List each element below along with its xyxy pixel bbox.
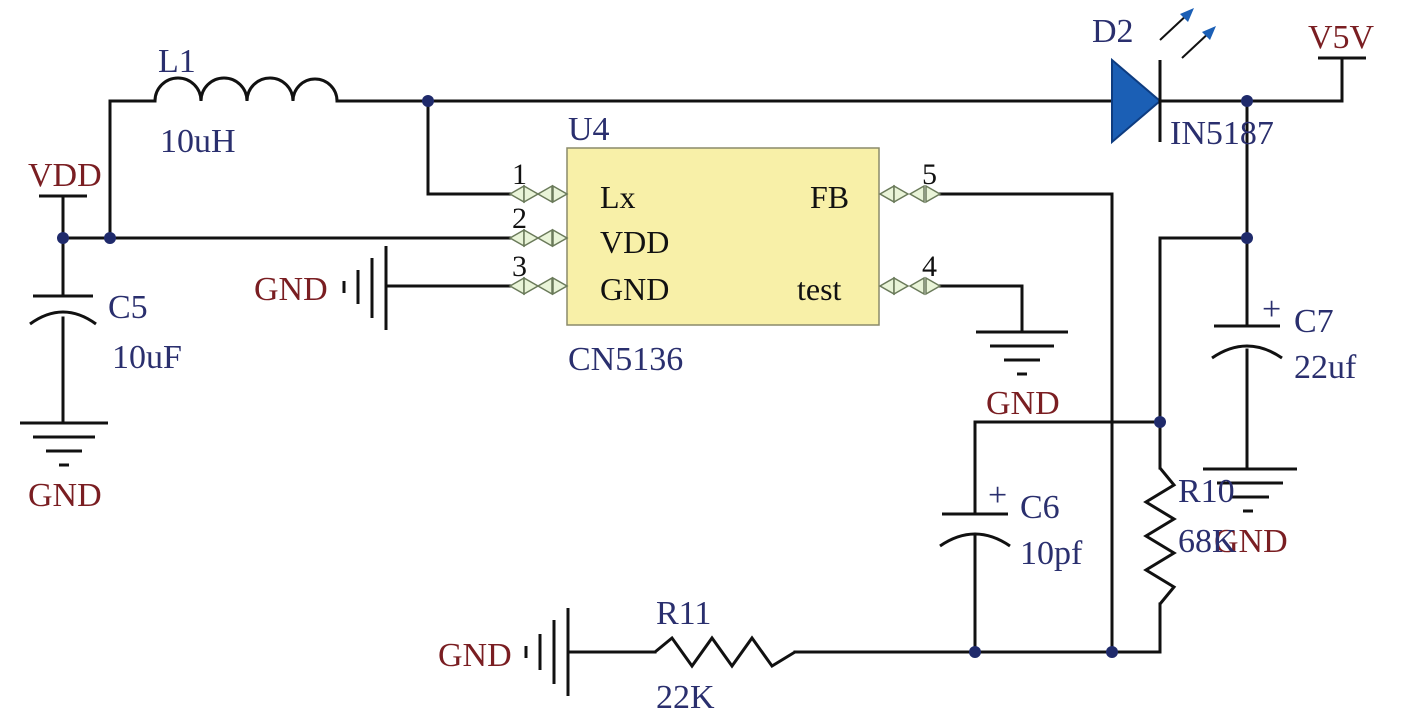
u4-pin5-num: 5 <box>922 158 937 191</box>
capacitor-c6: + C6 10pf <box>939 477 1083 572</box>
gnd-c7-label: GND <box>1214 523 1288 560</box>
c7-value: 22uf <box>1294 349 1357 386</box>
c5-value: 10uF <box>112 339 182 376</box>
diode-d2: D2 IN5187 <box>1092 8 1274 152</box>
ground-symbol-u4: GND <box>254 246 388 330</box>
gnd-u4-label: GND <box>254 271 328 308</box>
gnd-c5-label: GND <box>28 477 102 514</box>
u4-pin1-name: Lx <box>600 179 636 215</box>
ground-symbol-c7: GND <box>1203 467 1297 560</box>
d2-ref: D2 <box>1092 13 1134 50</box>
c7-polarity: + <box>1262 291 1281 328</box>
resistor-r10: R10 68K <box>1143 467 1237 605</box>
pin-arrows-left <box>508 184 569 296</box>
l1-value: 10uH <box>160 123 236 160</box>
junctions <box>57 95 1253 658</box>
u4-pin2-name: VDD <box>600 224 669 260</box>
junction-dot <box>1106 646 1118 658</box>
junction-dot <box>1241 232 1253 244</box>
junction-dot <box>422 95 434 107</box>
u4-pin4-name: test <box>797 271 842 307</box>
capacitor-c5: C5 10uF <box>29 289 182 376</box>
light-emission-icon <box>1159 8 1216 59</box>
u4-ref: U4 <box>568 111 610 148</box>
c5-ref: C5 <box>108 289 148 326</box>
junction-dot <box>104 232 116 244</box>
r10-ref: R10 <box>1178 473 1235 510</box>
ground-symbol-test: GND <box>976 330 1068 422</box>
capacitor-c7: + C7 22uf <box>1211 291 1357 386</box>
u4-pin3-num: 3 <box>512 250 527 283</box>
wires <box>61 56 1344 654</box>
diode-triangle <box>1111 57 1162 145</box>
junction-dot <box>57 232 69 244</box>
ic-u4: U4 CN5136 1 <box>508 111 942 378</box>
c6-polarity: + <box>988 477 1007 514</box>
l1-ref: L1 <box>158 43 196 80</box>
r11-ref: R11 <box>656 595 711 632</box>
junction-dot <box>1154 416 1166 428</box>
u4-pin5-name: FB <box>810 179 849 215</box>
ground-symbol-c5: GND <box>20 421 108 514</box>
u4-pin3-name: GND <box>600 271 669 307</box>
u4-part: CN5136 <box>568 341 683 378</box>
gnd-test-label: GND <box>986 385 1060 422</box>
d2-value: IN5187 <box>1170 115 1274 152</box>
net-v5v: V5V <box>1308 19 1375 60</box>
vdd-label: VDD <box>28 157 102 194</box>
c6-ref: C6 <box>1020 489 1060 526</box>
ground-symbol-r11: GND <box>438 608 570 696</box>
junction-dot <box>1241 95 1253 107</box>
v5v-label: V5V <box>1308 19 1375 56</box>
u4-pin2-num: 2 <box>512 202 527 235</box>
c7-ref: C7 <box>1294 303 1334 340</box>
resistor-r11: R11 22K <box>654 595 796 716</box>
junction-dot <box>969 646 981 658</box>
u4-pin4-num: 4 <box>922 250 937 283</box>
ic-body <box>566 147 880 326</box>
c6-value: 10pf <box>1020 535 1083 572</box>
u4-pin1-num: 1 <box>512 158 527 191</box>
r10-value: 68K <box>1178 523 1237 560</box>
inductor-l1: L1 10uH <box>153 43 339 160</box>
r11-value: 22K <box>656 679 715 716</box>
net-vdd: VDD <box>28 157 102 198</box>
gnd-r11-label: GND <box>438 637 512 674</box>
pin-arrows-right <box>878 184 942 296</box>
